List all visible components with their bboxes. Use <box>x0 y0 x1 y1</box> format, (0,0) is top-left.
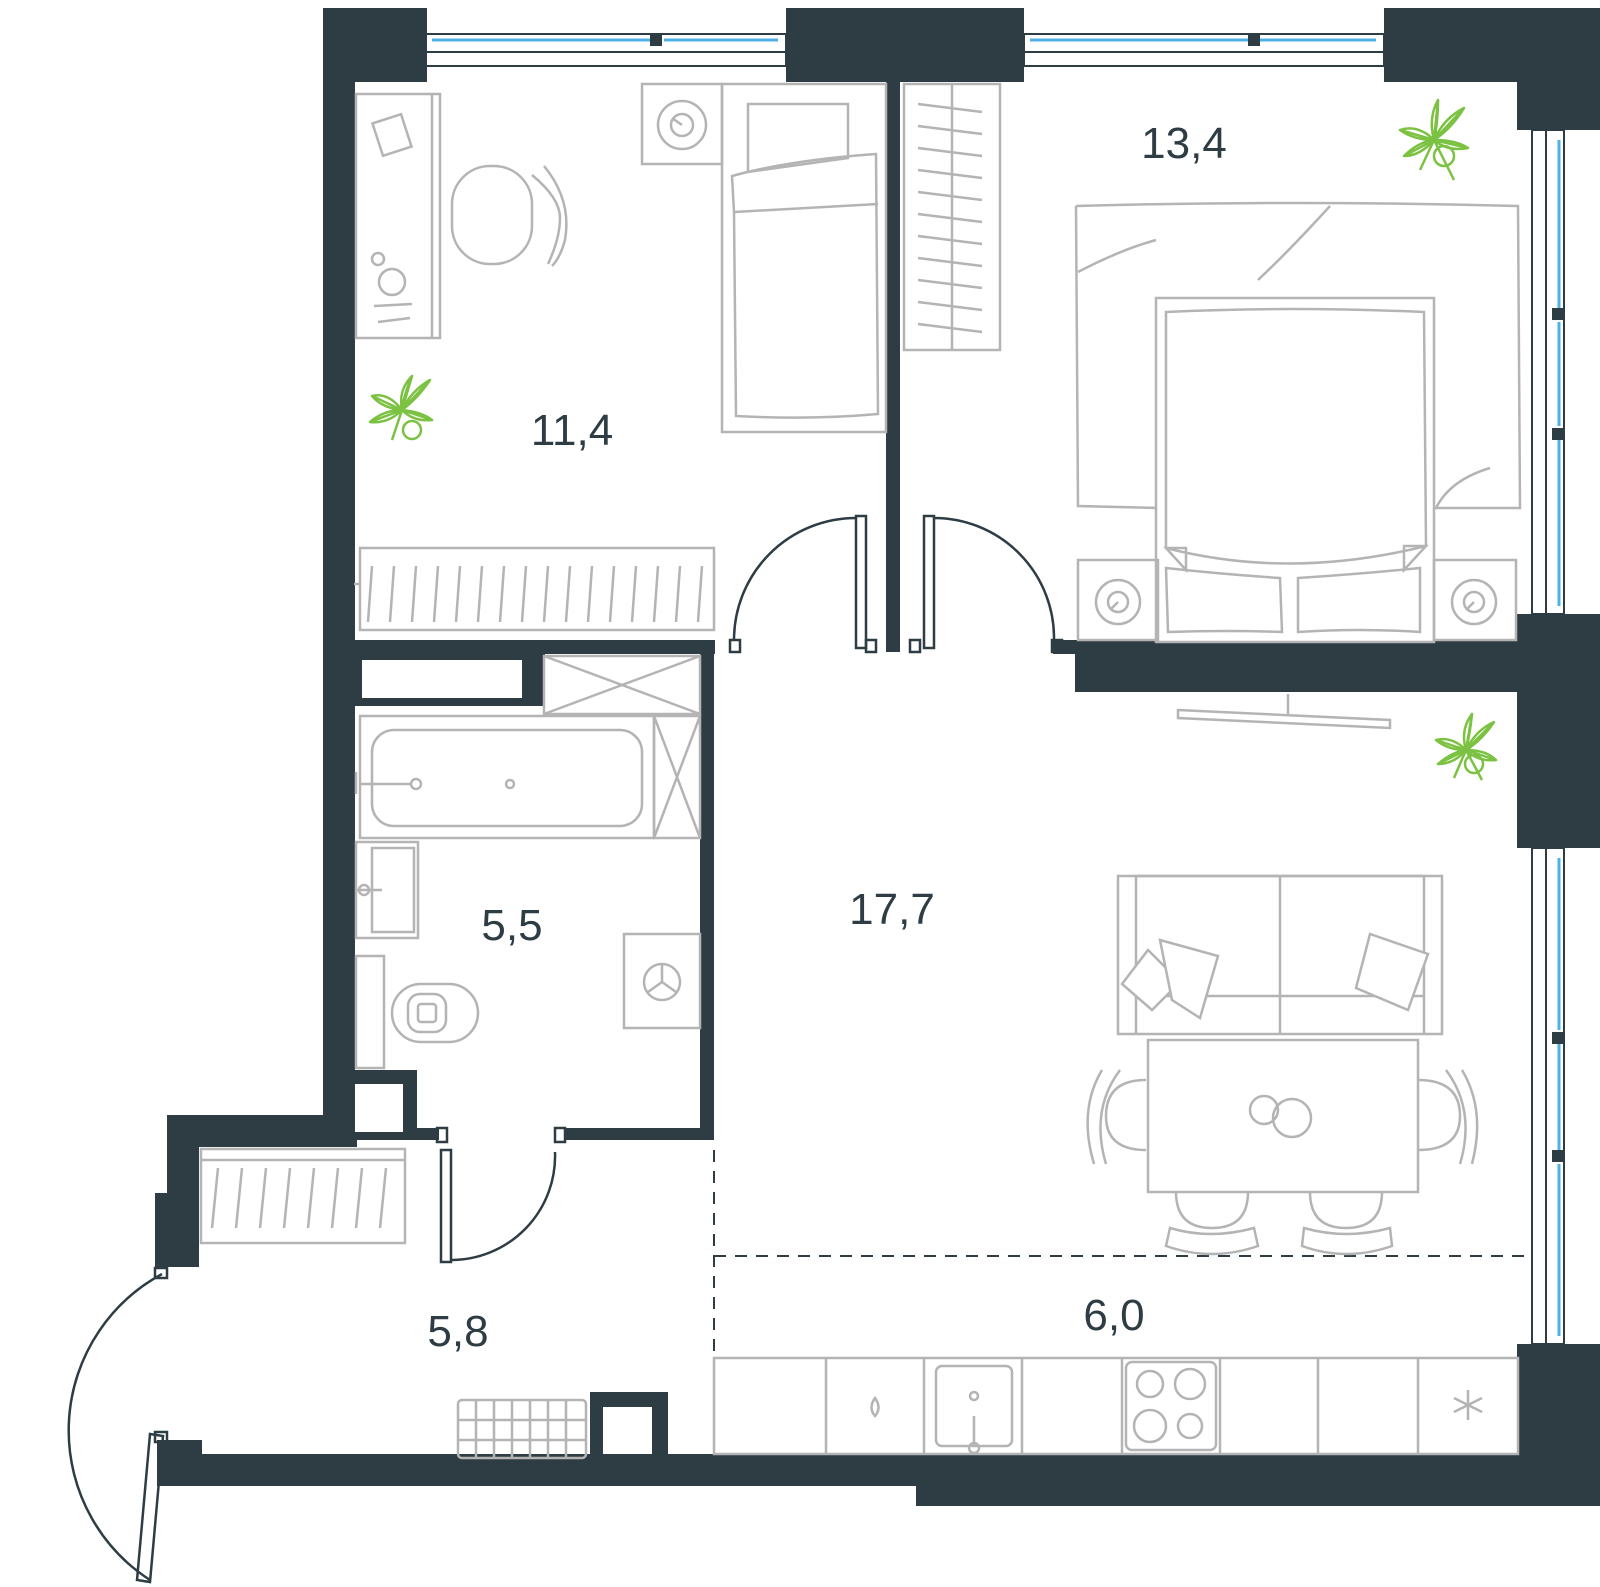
wall-right-bottom-corner <box>1517 1344 1600 1454</box>
area-label-kitchen: 6,0 <box>1083 1291 1144 1340</box>
wall-master-bottom <box>1075 640 1600 692</box>
wardrobe-master <box>902 82 1002 352</box>
wall-right-top-corner <box>1517 8 1600 130</box>
cooktop <box>1124 1360 1218 1452</box>
area-label-hallway: 5,8 <box>427 1307 488 1356</box>
wall-bottom-right-thick <box>916 1454 1600 1506</box>
shaft-inner-bottom <box>355 1084 403 1132</box>
area-label-bedroom-master: 13,4 <box>1141 119 1227 168</box>
faucet-marker <box>870 1395 880 1418</box>
kitchen-counter <box>712 1356 1520 1456</box>
doors <box>67 514 1064 1584</box>
window-top-left <box>418 33 787 67</box>
furniture <box>199 82 1522 1460</box>
wall-bath-right <box>700 652 714 1138</box>
plant-icon <box>368 374 434 441</box>
washing-machine <box>622 932 702 1030</box>
nightstand-small <box>640 82 724 166</box>
tv-unit <box>1176 694 1392 730</box>
plant-icon <box>1434 712 1498 781</box>
wardrobe-small <box>354 546 716 632</box>
shaft-inner-top <box>362 660 522 698</box>
double-bed <box>1154 296 1436 644</box>
door-bathroom[interactable] <box>435 1126 567 1264</box>
wall-master-bottom-stub <box>1053 640 1083 654</box>
wall-hall-top <box>167 1115 357 1147</box>
wardrobe-hangers <box>366 565 704 623</box>
laundry-box <box>542 654 702 716</box>
wall-top-left-corner <box>323 8 427 82</box>
radiator <box>456 1398 588 1460</box>
shaft-hall-inner <box>603 1407 652 1454</box>
desk-chair <box>450 164 568 267</box>
desk <box>354 92 442 340</box>
door-master-bedroom[interactable] <box>908 514 1064 654</box>
windows <box>418 33 1565 1345</box>
door-entrance[interactable] <box>67 1266 169 1584</box>
wall-hall-bottom-left <box>157 1440 202 1486</box>
wall-bath-bottom-right <box>565 1128 714 1140</box>
nightstand-master-right <box>1432 558 1518 642</box>
wall-top-middle-pier <box>786 8 1024 82</box>
single-bed <box>720 82 888 434</box>
dining-table <box>1146 1038 1420 1194</box>
window-top-right <box>1023 33 1385 67</box>
door-small-bedroom[interactable] <box>728 514 878 654</box>
area-label-bathroom: 5,5 <box>481 901 542 950</box>
wall-left-outer <box>323 8 355 1128</box>
plant-icon <box>1398 98 1470 181</box>
window-right-lower <box>1531 847 1565 1345</box>
wall-small-bedroom-bottom <box>355 640 715 654</box>
snowflake-icon <box>1453 1390 1483 1420</box>
wall-bedroom-partition <box>886 82 900 652</box>
toilet <box>354 954 480 1070</box>
sink-bathroom <box>354 840 420 940</box>
walls <box>155 8 1600 1506</box>
area-label-bedroom-small: 11,4 <box>531 406 613 455</box>
shower-panel <box>652 714 702 840</box>
wall-hall-left-notch <box>155 1193 173 1267</box>
window-right-upper <box>1531 129 1565 615</box>
area-label-living: 17,7 <box>849 885 935 934</box>
bathtub <box>354 714 656 840</box>
wardrobe-hall <box>199 1147 407 1245</box>
sofa <box>1116 874 1444 1036</box>
nightstand-master-left <box>1076 558 1160 642</box>
rug <box>1074 201 1522 510</box>
dining-chairs <box>1086 1069 1479 1256</box>
